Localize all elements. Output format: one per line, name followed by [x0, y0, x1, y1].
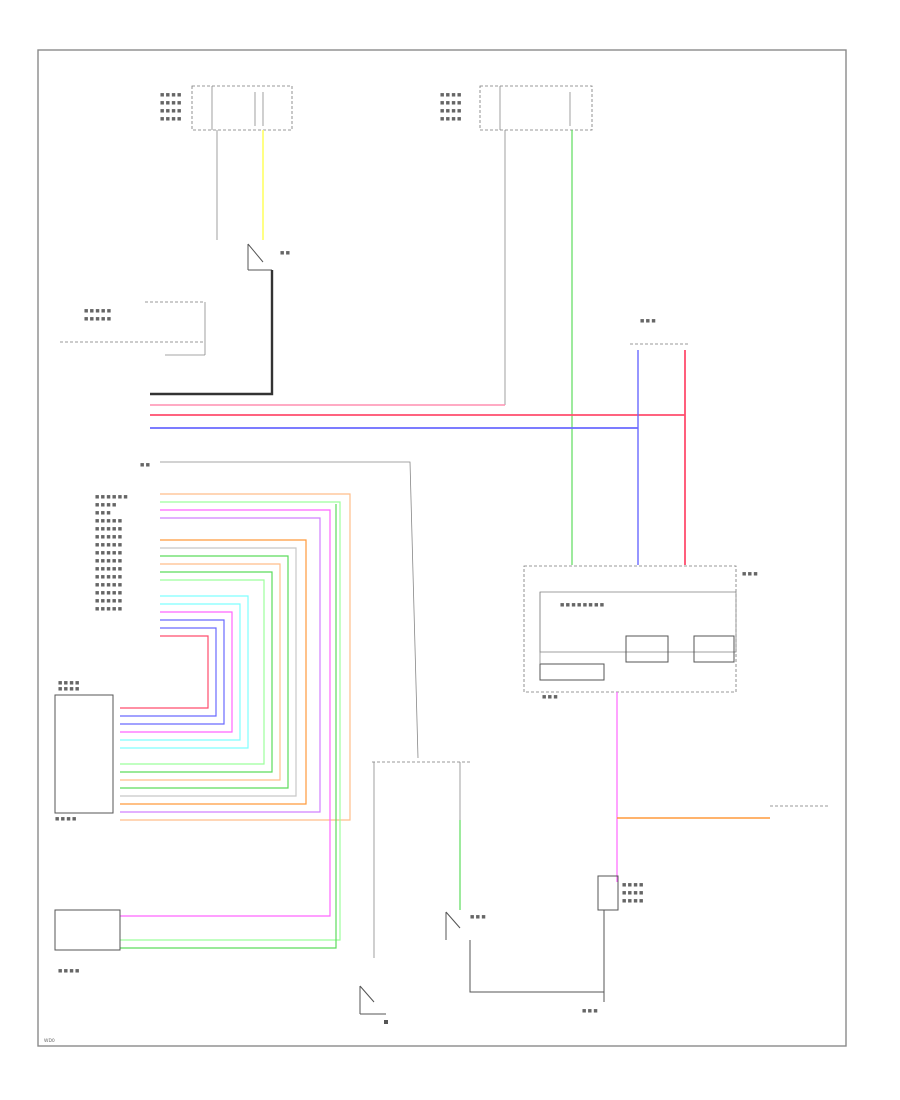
fuse-block-left: ■ ■ ■ ■ ■ ■ ■ ■ ■ ■ ■ ■ ■ ■ ■ ■ [160, 85, 293, 131]
svg-text:■ ■: ■ ■ [140, 463, 150, 468]
svg-text:■ ■ ■: ■ ■ ■ [542, 695, 558, 700]
svg-text:■ ■ ■ ■ ■: ■ ■ ■ ■ ■ [95, 543, 122, 548]
svg-text:■ ■ ■: ■ ■ ■ [640, 319, 656, 324]
fuse-block-center: ■ ■ ■ ■ ■ ■ ■ ■ ■ ■ ■ ■ ■ ■ ■ ■ [440, 85, 593, 131]
connector-center-bottom [372, 761, 470, 958]
bundle-wire-5 [120, 539, 307, 805]
svg-text:■ ■ ■ ■: ■ ■ ■ ■ [440, 117, 461, 122]
bundle-wire-9 [120, 571, 273, 773]
svg-text:■ ■ ■ ■ ■ ■ ■ ■: ■ ■ ■ ■ ■ ■ ■ ■ [560, 603, 604, 608]
switch-center: ■ ■ ■ [445, 911, 486, 940]
bundle-wire-12 [120, 603, 241, 741]
svg-text:■ ■ ■ ■: ■ ■ ■ ■ [160, 93, 181, 98]
svg-text:■ ■ ■ ■: ■ ■ ■ ■ [58, 687, 79, 692]
bundle-wire-1 [120, 493, 351, 821]
svg-text:■ ■ ■ ■ ■: ■ ■ ■ ■ ■ [95, 583, 122, 588]
module-lower-left: ■ ■ ■ ■ ■ ■ ■ ■ ■ ■ ■ ■ [54, 681, 114, 822]
pin-labels-left: ■ ■ ■ ■ ■ ■ ■ ■ ■ ■ ■ ■ ■ ■ ■ ■ ■ ■ ■ ■ … [95, 463, 150, 612]
diagram-frame [37, 49, 847, 1047]
wire-bundle-left [120, 493, 351, 949]
svg-text:■ ■ ■ ■ ■: ■ ■ ■ ■ ■ [95, 599, 122, 604]
connector-left-small: ■ ■ ■ ■ ■ ■ ■ ■ ■ ■ [60, 301, 206, 356]
svg-text:■ ■ ■ ■ ■: ■ ■ ■ ■ ■ [84, 309, 111, 314]
svg-text:■ ■ ■ ■ ■: ■ ■ ■ ■ ■ [95, 559, 122, 564]
svg-text:■ ■ ■ ■: ■ ■ ■ ■ [58, 969, 79, 974]
svg-text:■ ■ ■ ■ ■: ■ ■ ■ ■ ■ [95, 607, 122, 612]
svg-text:■ ■ ■ ■ ■: ■ ■ ■ ■ ■ [95, 519, 122, 524]
bundle-wire-16 [120, 635, 209, 709]
svg-text:■ ■ ■ ■: ■ ■ ■ ■ [95, 503, 116, 508]
svg-text:■ ■ ■ ■: ■ ■ ■ ■ [440, 109, 461, 114]
svg-text:■ ■ ■: ■ ■ ■ [742, 572, 758, 577]
svg-text:■ ■ ■ ■: ■ ■ ■ ■ [55, 817, 76, 822]
bundle-wire-6 [120, 547, 297, 797]
svg-text:■ ■ ■ ■: ■ ■ ■ ■ [622, 899, 643, 904]
wire-gray-center-run [160, 461, 419, 759]
svg-text:■ ■ ■ ■: ■ ■ ■ ■ [160, 101, 181, 106]
bundle-wire-11 [120, 595, 249, 749]
svg-text:■ ■ ■ ■: ■ ■ ■ ■ [160, 117, 181, 122]
svg-text:■ ■ ■: ■ ■ ■ [582, 1009, 598, 1014]
svg-text:■ ■ ■: ■ ■ ■ [95, 511, 111, 516]
svg-text:■ ■ ■ ■: ■ ■ ■ ■ [58, 681, 79, 686]
svg-text:■ ■ ■ ■ ■: ■ ■ ■ ■ ■ [95, 567, 122, 572]
svg-text:■ ■ ■ ■ ■: ■ ■ ■ ■ ■ [95, 591, 122, 596]
svg-text:■ ■ ■ ■ ■: ■ ■ ■ ■ ■ [95, 575, 122, 580]
bundle-wire-17 [120, 504, 337, 949]
svg-text:■ ■: ■ ■ [280, 251, 290, 256]
svg-text:■ ■ ■ ■ ■: ■ ■ ■ ■ ■ [84, 317, 111, 322]
bundle-wire-10 [120, 579, 265, 765]
wire-center-ground [469, 940, 604, 993]
switch-lower-right: ■ ■ ■ ■ ■ ■ ■ ■ ■ ■ ■ ■ ■ ■ ■ [582, 875, 643, 1014]
bundle-wire-4 [120, 517, 321, 813]
bundle-wire-13 [120, 611, 233, 733]
connector-bottom-left: ■ ■ ■ ■ [54, 909, 121, 974]
bundle-wire-3 [120, 509, 331, 917]
svg-text:■ ■ ■: ■ ■ ■ [470, 915, 486, 920]
bundle-wire-2 [120, 501, 341, 941]
control-unit-right: ■ ■ ■ ■ ■ ■ ■ ■ ■ ■ ■ ■ ■ ■ [523, 565, 758, 700]
svg-text:■ ■ ■ ■ ■ ■: ■ ■ ■ ■ ■ ■ [95, 495, 128, 500]
bundle-wire-7 [120, 555, 289, 789]
svg-text:■ ■ ■ ■: ■ ■ ■ ■ [160, 109, 181, 114]
svg-text:■ ■ ■ ■ ■: ■ ■ ■ ■ ■ [95, 535, 122, 540]
switch-bottom-left [359, 985, 388, 1024]
bundle-wire-14 [120, 619, 225, 725]
bundle-wire-15 [120, 627, 217, 717]
switch-top-left: ■ ■ [247, 243, 290, 271]
bundle-wire-8 [120, 563, 281, 781]
wire-dark-ground-run [150, 270, 274, 396]
svg-text:■ ■ ■ ■: ■ ■ ■ ■ [622, 883, 643, 888]
svg-text:■ ■ ■ ■ ■: ■ ■ ■ ■ ■ [95, 551, 122, 556]
svg-text:■ ■ ■ ■: ■ ■ ■ ■ [440, 101, 461, 106]
svg-text:■ ■ ■ ■: ■ ■ ■ ■ [622, 891, 643, 896]
svg-text:■ ■ ■ ■: ■ ■ ■ ■ [440, 93, 461, 98]
connector-top-right: ■ ■ ■ [630, 319, 690, 565]
svg-text:■ ■ ■ ■ ■: ■ ■ ■ ■ ■ [95, 527, 122, 532]
footer-code: WD0 [44, 1038, 55, 1044]
